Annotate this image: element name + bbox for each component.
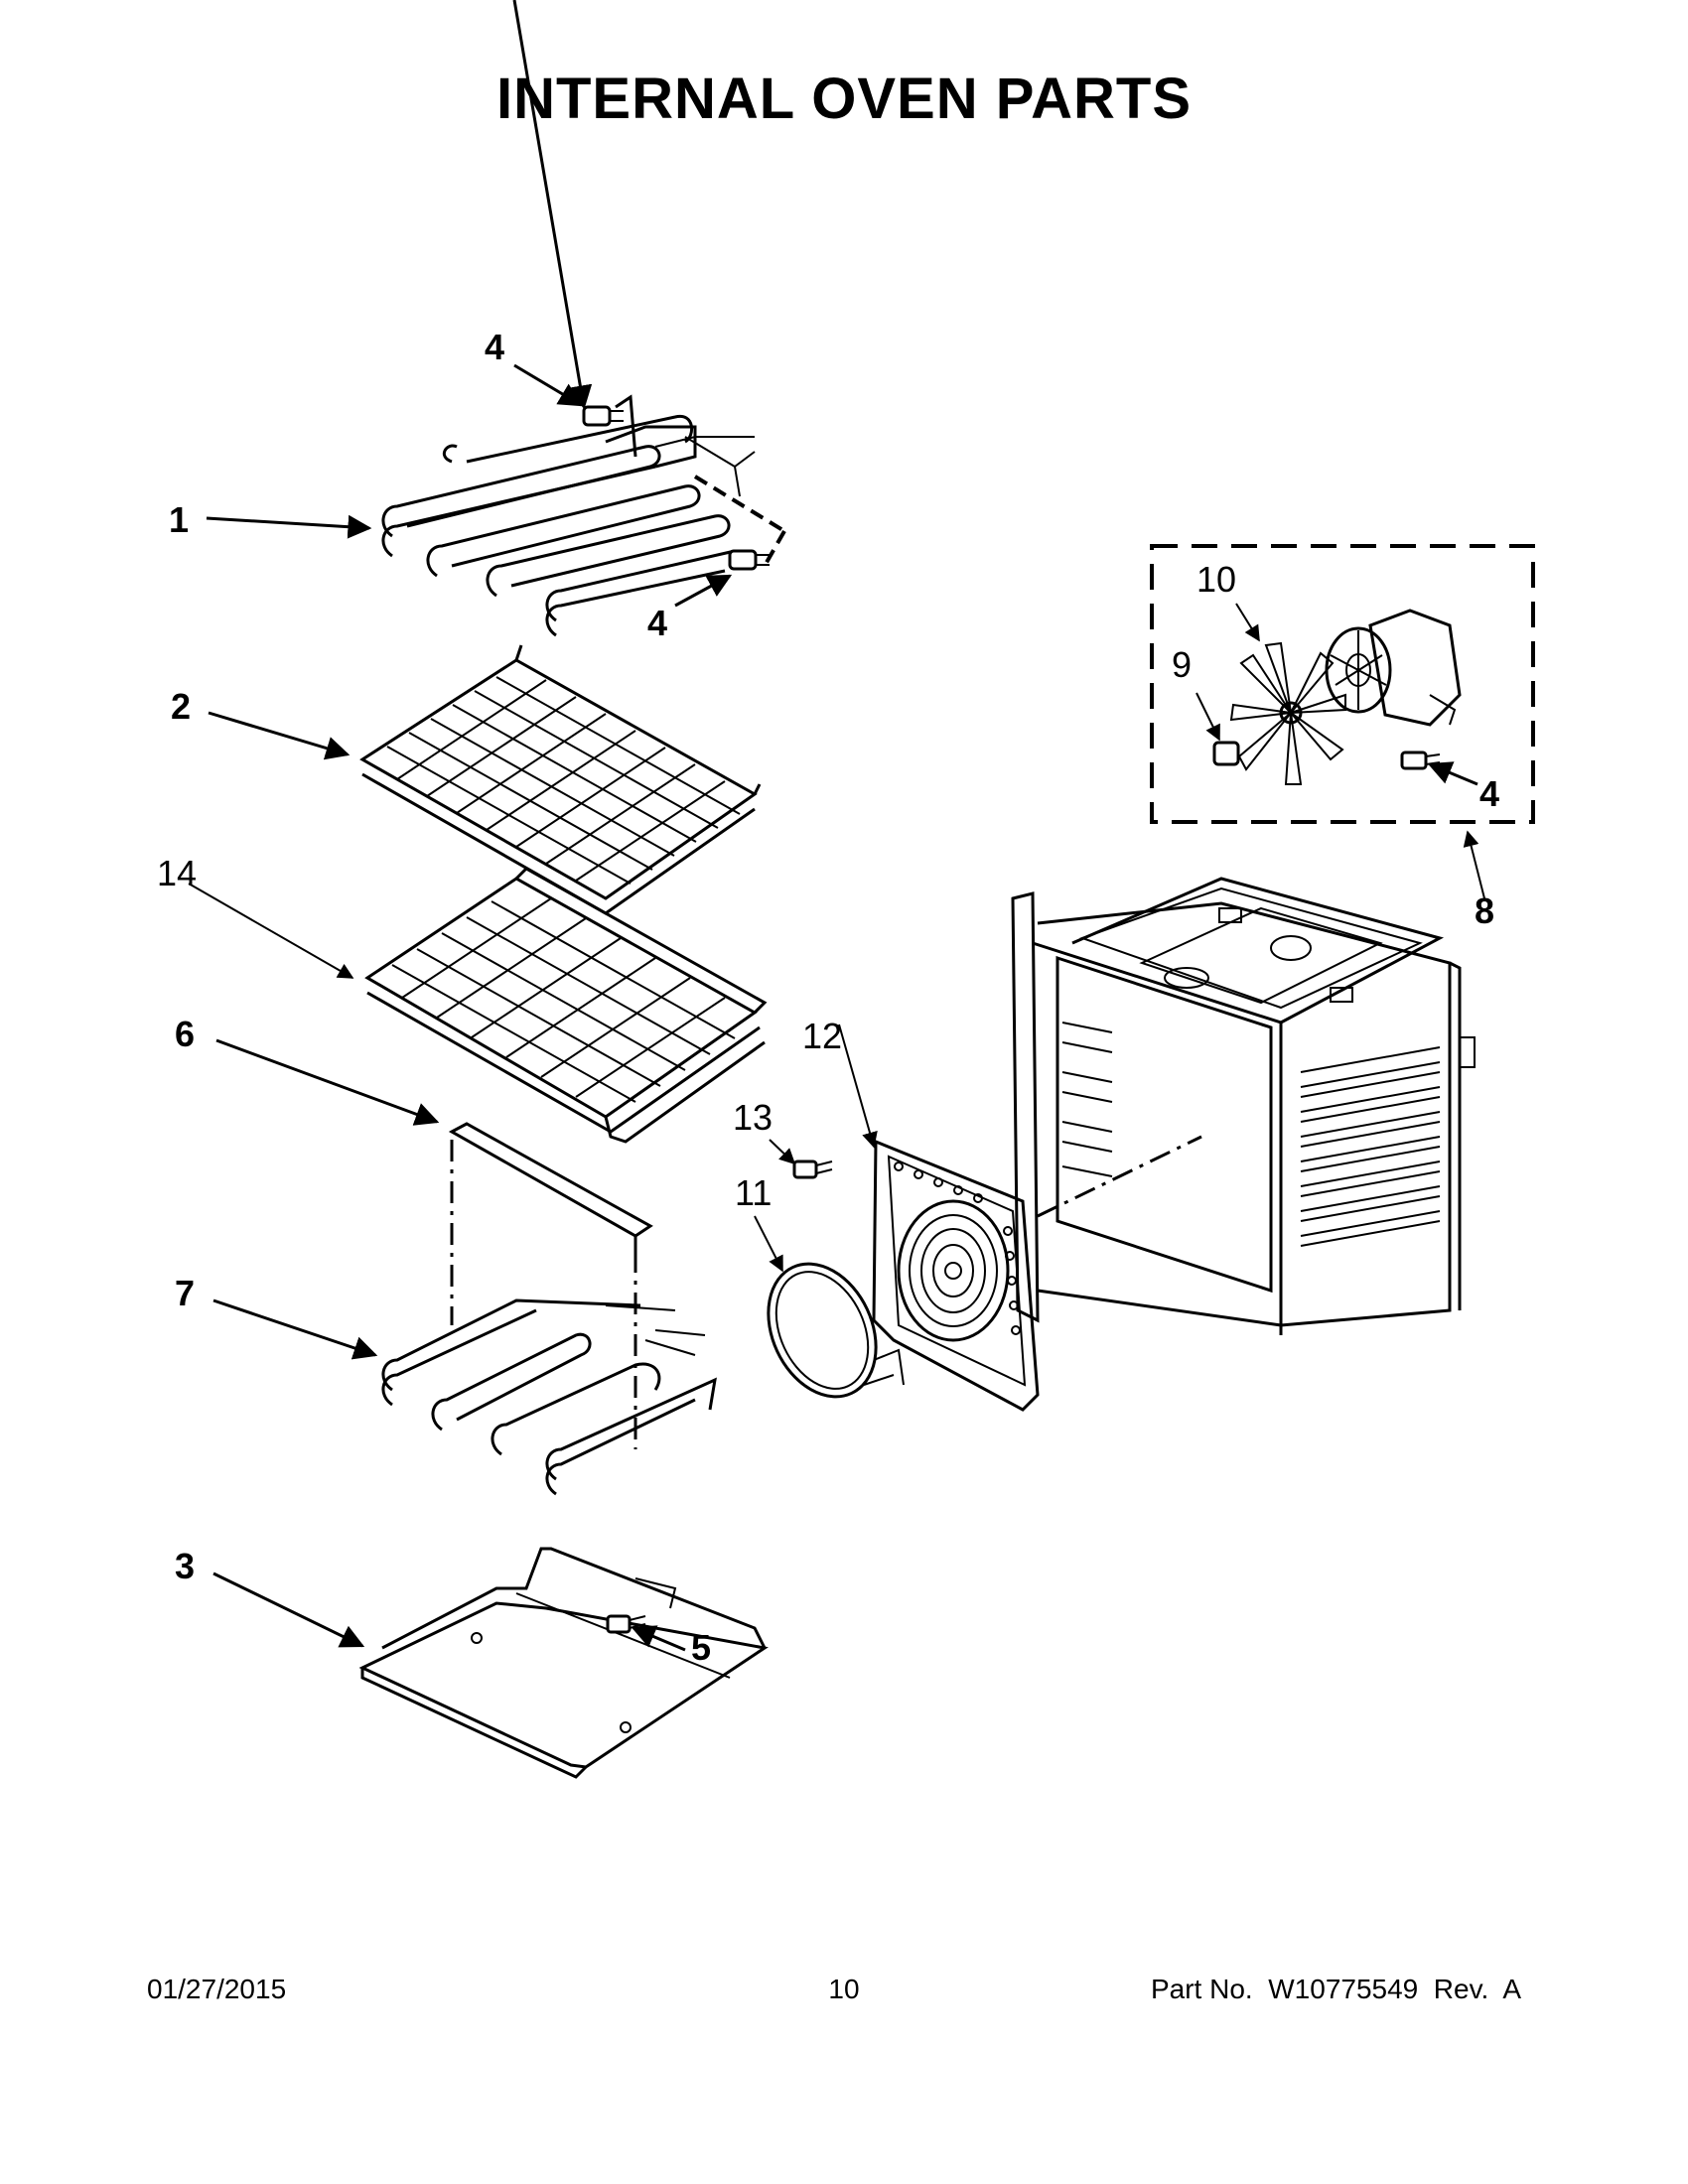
callout-5: 5 (691, 1627, 711, 1668)
callout-3: 3 (175, 1546, 195, 1586)
callout-2: 2 (171, 686, 191, 727)
callout-12: 12 (802, 1016, 842, 1056)
convection-cover (872, 1139, 1040, 1412)
footer-date: 01/27/2015 (147, 1974, 287, 2004)
oven-bottom (358, 1547, 769, 1779)
footer-page-number: 10 (828, 1974, 860, 2004)
fan-nut (1212, 741, 1240, 766)
callout-9: 9 (1172, 644, 1192, 685)
callout-13: 13 (733, 1097, 773, 1138)
oven-cavity (1011, 877, 1476, 1335)
callout-4-mid: 4 (647, 603, 667, 643)
screw-mid (728, 549, 770, 571)
callout-8: 8 (1475, 890, 1494, 931)
screw-top (582, 405, 624, 427)
callout-10: 10 (1196, 559, 1236, 600)
convection-element (767, 1262, 905, 1399)
convection-fan-blade (1229, 641, 1346, 785)
cover-vent-holes (894, 1161, 1021, 1335)
bake-shield (448, 1122, 653, 1256)
callout-1: 1 (169, 499, 189, 540)
callout-4-top: 4 (485, 327, 504, 367)
broil-element (381, 394, 756, 637)
sliding-rack (364, 867, 768, 1144)
callout-14: 14 (157, 853, 197, 893)
convection-screw (792, 1160, 833, 1179)
bake-element (381, 1298, 717, 1496)
callout-11: 11 (735, 1172, 772, 1213)
callout-6: 6 (175, 1014, 195, 1054)
convection-fan-assembly-box (1150, 544, 1535, 824)
leader-lines (188, 0, 1485, 1652)
oven-rack (359, 644, 762, 915)
rack-guides-left (1061, 1022, 1113, 1177)
footer-part-number: Part No. W10775549 Rev. A (1150, 1974, 1521, 2004)
convection-motor (1325, 609, 1462, 727)
rack-guides-right (1300, 1046, 1441, 1247)
page-title: INTERNAL OVEN PARTS (495, 67, 1193, 131)
callout-4-fan: 4 (1479, 773, 1499, 814)
callout-7: 7 (175, 1273, 195, 1313)
